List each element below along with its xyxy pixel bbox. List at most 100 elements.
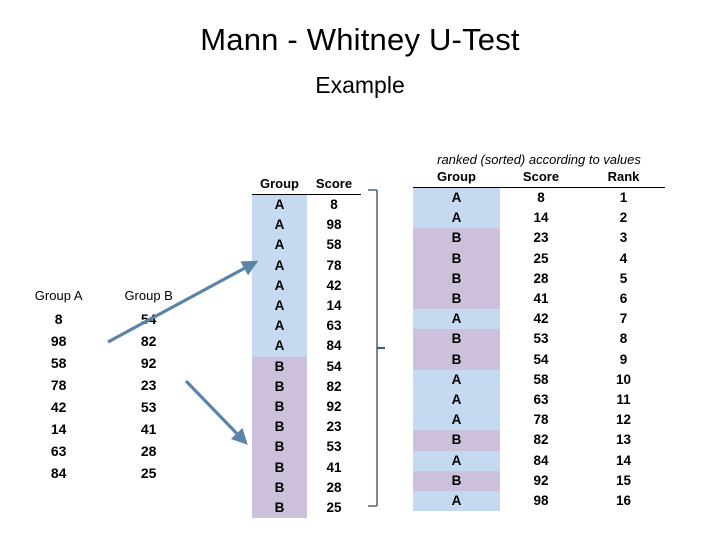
arrow-group-b xyxy=(184,379,248,445)
cell-score: 41 xyxy=(533,291,549,307)
table-header-row: Group A Group B xyxy=(14,288,194,308)
cell-rank: 13 xyxy=(615,432,632,448)
cell-group-a-value: 98 xyxy=(50,333,67,349)
cell-score: 23 xyxy=(533,230,549,246)
cell-group: A xyxy=(413,450,500,471)
column-header-score: Score xyxy=(500,169,582,188)
cell-group: A xyxy=(252,336,307,357)
page-subtitle: Example xyxy=(315,72,405,98)
cell-group: A xyxy=(252,275,307,297)
cell-score: 14 xyxy=(533,210,549,226)
cell-rank: 16 xyxy=(615,493,632,509)
cell-score: 42 xyxy=(533,311,549,327)
cell-score: 78 xyxy=(326,257,342,273)
cell-score: 92 xyxy=(326,399,342,415)
table-row: B 53 xyxy=(252,437,361,458)
cell-group-a-value: 63 xyxy=(50,443,67,459)
table-row: A 78 xyxy=(252,255,361,276)
cell-score: 28 xyxy=(326,479,342,495)
cell-rank: 12 xyxy=(615,412,632,428)
cell-group-a-value: 78 xyxy=(50,377,67,393)
cell-group-b-value: 28 xyxy=(140,443,157,459)
table-row: A 42 7 xyxy=(413,309,665,330)
cell-rank: 9 xyxy=(619,351,628,367)
cell-rank: 8 xyxy=(619,331,628,347)
cell-group: B xyxy=(413,470,500,492)
cell-group: A xyxy=(252,215,307,236)
cell-score: 28 xyxy=(533,270,549,286)
cell-score: 98 xyxy=(533,493,549,509)
cell-score: 25 xyxy=(533,250,549,266)
cell-group: A xyxy=(252,235,307,256)
cell-score: 23 xyxy=(326,419,342,435)
cell-group: B xyxy=(252,477,307,499)
cell-group: B xyxy=(252,437,307,458)
cell-group: B xyxy=(413,248,500,269)
cell-group: A xyxy=(252,194,307,216)
cell-score: 53 xyxy=(533,331,549,347)
cell-group-b-value: 54 xyxy=(140,311,157,327)
column-header-rank: Rank xyxy=(582,169,665,188)
cell-group-a-value: 42 xyxy=(50,399,67,415)
cell-rank: 2 xyxy=(619,210,628,226)
cell-rank: 11 xyxy=(616,392,631,408)
cell-score: 53 xyxy=(326,439,342,455)
cell-group: B xyxy=(413,228,500,249)
column-header-group-b: Group B xyxy=(124,288,173,303)
table-row: B 23 xyxy=(252,417,361,438)
cell-score: 82 xyxy=(533,432,549,448)
cell-group: B xyxy=(252,376,307,398)
cell-rank: 7 xyxy=(619,311,628,327)
table-row: B 23 3 xyxy=(413,228,665,249)
cell-score: 63 xyxy=(326,318,342,334)
cell-score: 54 xyxy=(326,358,342,374)
cell-group: B xyxy=(413,268,500,290)
cell-group: B xyxy=(252,417,307,438)
cell-group-a-value: 14 xyxy=(50,421,67,437)
cell-score: 42 xyxy=(326,277,342,293)
cell-score: 25 xyxy=(326,500,342,516)
cell-group: B xyxy=(252,356,307,377)
table-row: B 25 4 xyxy=(413,248,665,269)
cell-rank: 15 xyxy=(615,472,632,488)
cell-group: A xyxy=(252,296,307,317)
cell-score: 78 xyxy=(533,412,549,428)
cell-score: 54 xyxy=(533,351,549,367)
table-row: 42 53 xyxy=(14,396,194,418)
cell-group-b-value: 53 xyxy=(140,399,157,415)
cell-score: 8 xyxy=(330,197,338,212)
cell-rank: 4 xyxy=(619,250,628,266)
cell-score: 58 xyxy=(326,237,342,253)
table-row: A 58 xyxy=(252,235,361,256)
combined-table-brace xyxy=(368,189,385,507)
cell-group: A xyxy=(413,309,500,330)
cell-score: 14 xyxy=(326,298,342,314)
cell-group: A xyxy=(252,255,307,276)
table-row: A 42 xyxy=(252,275,361,297)
cell-group-b-value: 23 xyxy=(140,377,157,393)
cell-rank: 3 xyxy=(619,230,628,246)
cell-group: B xyxy=(252,498,307,519)
column-header-group: Group xyxy=(413,169,500,188)
cell-score: 58 xyxy=(533,371,549,387)
